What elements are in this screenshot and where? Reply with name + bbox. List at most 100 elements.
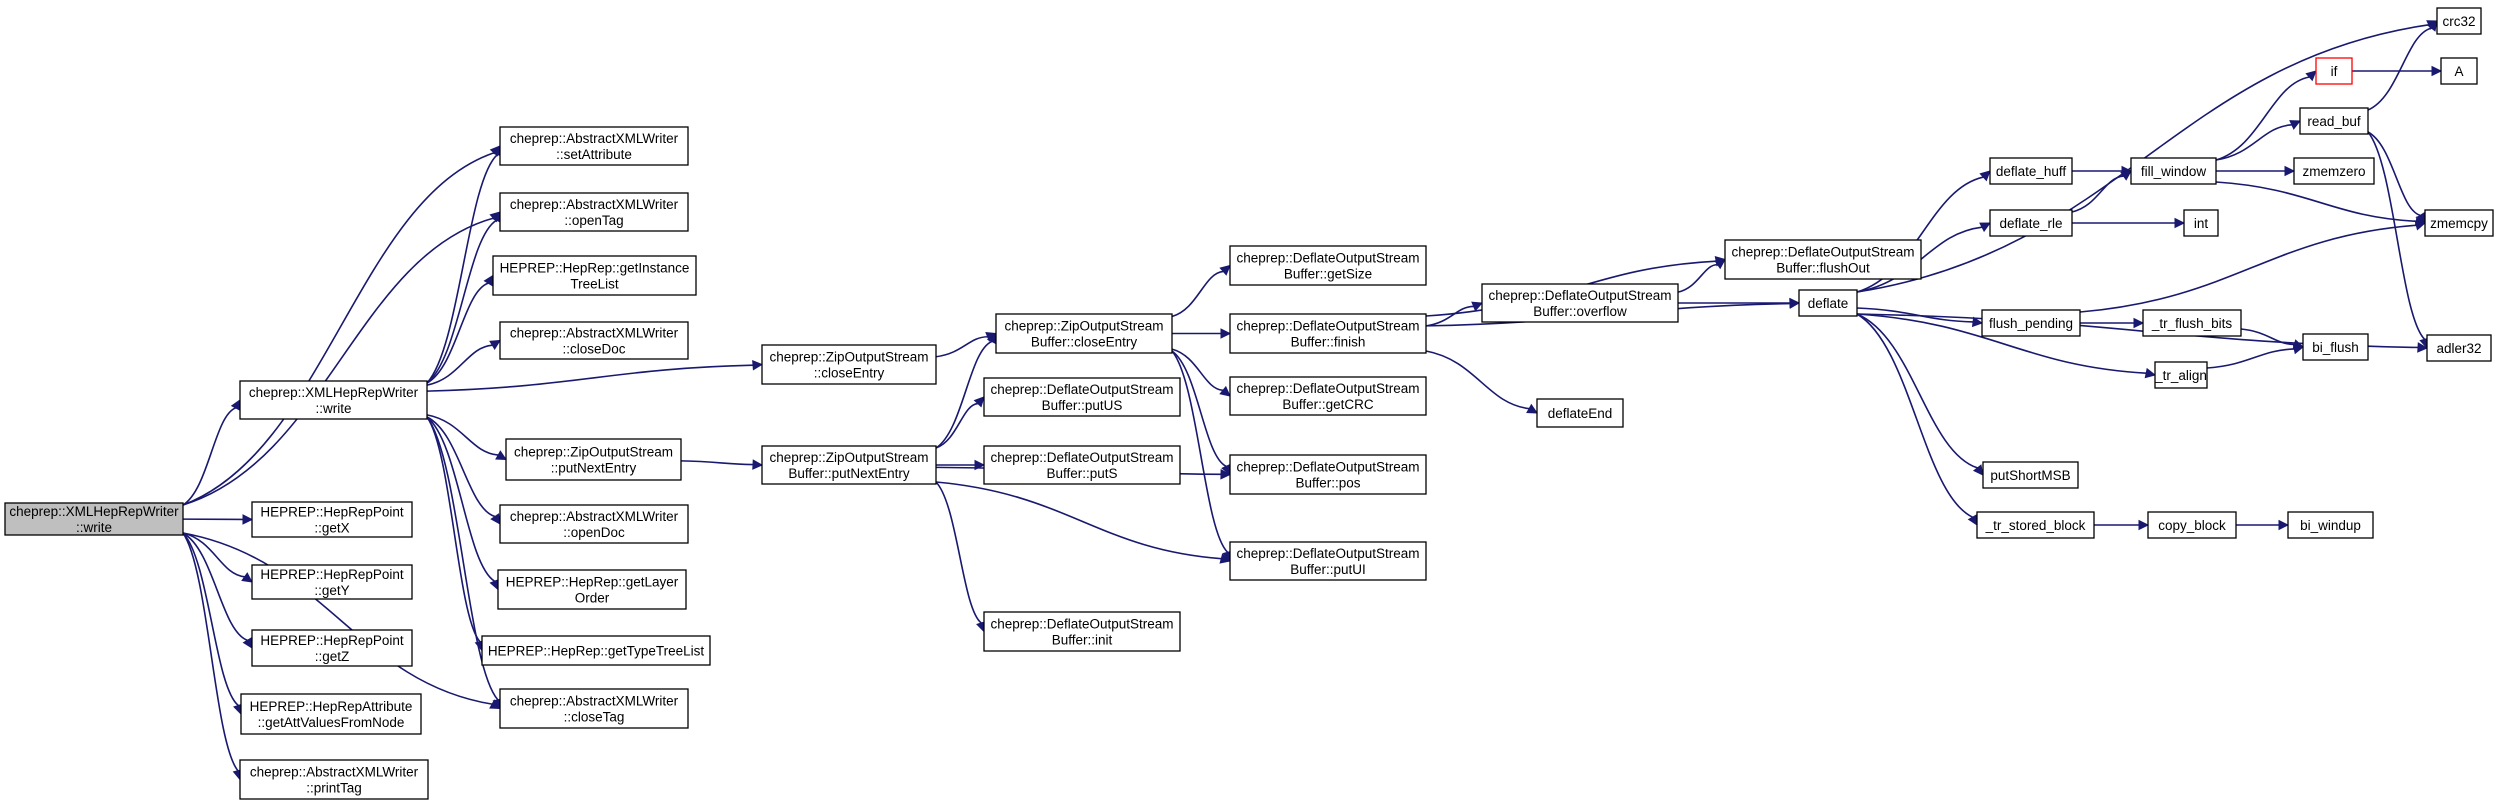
node-copyBlock[interactable]: copy_block [2147,511,2237,539]
node-getY[interactable]: HEPREP::HepRepPoint::getY [251,564,413,600]
node-readBuf[interactable]: read_buf [2299,107,2369,135]
node-dPutUS[interactable]: cheprep::DeflateOutputStreamBuffer::putU… [983,377,1181,417]
node-write2[interactable]: cheprep::XMLHepRepWriter::write [239,380,428,420]
edge-root-to-printTag [182,532,244,781]
edge-line [1171,350,1229,553]
node-fillWindow[interactable]: fill_window [2130,157,2217,185]
node-box [499,126,689,166]
node-label-line: cheprep::DeflateOutputStream [1236,546,1419,561]
node-getType[interactable]: HEPREP::HepRep::getTypeTreeList [481,635,711,666]
edge-line [182,532,248,642]
node-zosbClose[interactable]: cheprep::ZipOutputStreamBuffer::closeEnt… [995,313,1173,354]
node-box [497,569,687,610]
node-getX[interactable]: HEPREP::HepRepPoint::getX [251,501,413,538]
node-zosPut[interactable]: cheprep::ZipOutputStream::putNextEntry [505,438,682,481]
node-zosbPut[interactable]: cheprep::ZipOutputStreamBuffer::putNextE… [761,445,937,485]
node-putShortMSB[interactable]: putShortMSB [1982,461,2079,489]
node-box [240,693,422,735]
node-label-line: cheprep::DeflateOutputStream [1236,319,1419,334]
node-trStored[interactable]: _tr_stored_block [1976,511,2095,539]
node-crc32[interactable]: crc32 [2436,7,2482,35]
node-adler32[interactable]: adler32 [2426,334,2492,362]
node-label-line: HEPREP::HepRepPoint [260,505,404,520]
node-box [1981,309,2081,337]
node-dGetCRC[interactable]: cheprep::DeflateOutputStreamBuffer::getC… [1229,376,1427,416]
node-label-line: HEPREP::HepRepAttribute [250,699,413,714]
node-label-line: deflate_huff [1996,164,2067,179]
arrowhead-icon [1789,297,1801,309]
node-label-line: deflate [1808,296,1849,311]
node-closeDoc[interactable]: cheprep::AbstractXMLWriter::closeDoc [499,321,689,360]
node-label-line: cheprep::AbstractXMLWriter [510,509,679,524]
node-label-line: HEPREP::HepRepPoint [260,633,404,648]
node-box [1229,376,1427,416]
node-dGetSize[interactable]: cheprep::DeflateOutputStreamBuffer::getS… [1229,245,1427,286]
node-dOverflow[interactable]: cheprep::DeflateOutputStreamBuffer::over… [1481,283,1679,323]
node-trFlushBits[interactable]: _tr_flush_bits [2142,309,2242,337]
node-deflateHuff[interactable]: deflate_huff [1989,157,2073,185]
edge-fillWindow-to-zmemzero [2216,165,2296,177]
edge-flushPending-to-zmemcpy [2079,220,2427,313]
node-zosClose[interactable]: cheprep::ZipOutputStream::closeEntry [761,344,937,385]
node-label-line: HEPREP::HepRep::getLayer [506,575,679,590]
edge-line [426,416,496,582]
node-flushPending[interactable]: flush_pending [1981,309,2081,337]
arrowhead-icon [1972,464,1984,476]
node-dPutUI[interactable]: cheprep::DeflateOutputStreamBuffer::putU… [1229,541,1427,581]
arrowhead-icon [242,514,254,525]
arrowhead-icon [1979,170,1991,182]
node-box [499,688,689,729]
node-label-line: HEPREP::HepRep::getInstance [500,261,690,276]
node-trAlign[interactable]: _tr_align [2154,361,2208,389]
node-box [239,380,428,420]
node-label-line: cheprep::DeflateOutputStream [1488,288,1671,303]
node-closeTag[interactable]: cheprep::AbstractXMLWriter::closeTag [499,688,689,729]
edge-line [2240,328,2295,346]
node-label-line: zmemzero [2302,164,2365,179]
node-label-line: cheprep::DeflateOutputStream [1236,381,1419,396]
edge-root-to-openTag [182,211,501,506]
node-dFlushOut[interactable]: cheprep::DeflateOutputStreamBuffer::flus… [1724,239,1922,280]
node-box [1989,209,2073,237]
node-zmemzero[interactable]: zmemzero [2293,157,2375,185]
arrowhead-icon [1220,328,1232,339]
node-getZ[interactable]: HEPREP::HepRepPoint::getZ [251,629,413,667]
edge-root-to-getY [182,532,253,583]
arrowhead-icon [752,459,764,470]
node-openDoc[interactable]: cheprep::AbstractXMLWriter::openDoc [499,504,689,544]
edge-line [1677,263,1718,293]
node-dFinish[interactable]: cheprep::DeflateOutputStreamBuffer::fini… [1229,313,1427,354]
edge-line [426,282,489,384]
node-root[interactable]: cheprep::XMLHepRepWriter::write [4,502,184,536]
node-label-line: cheprep::ZipOutputStream [1004,319,1163,334]
arrowhead-icon [2426,20,2438,32]
node-int[interactable]: int [2183,209,2219,237]
node-openTag[interactable]: cheprep::AbstractXMLWriter::openTag [499,192,689,232]
node-getAtt[interactable]: HEPREP::HepRepAttribute::getAttValuesFro… [240,693,422,735]
node-deflateEnd[interactable]: deflateEnd [1536,398,1624,428]
node-box [761,445,937,485]
node-biWindup[interactable]: bi_windup [2287,511,2374,539]
edge-line [2215,76,2310,161]
node-biFlush[interactable]: bi_flush [2302,333,2369,361]
arrowhead-icon [752,359,764,371]
node-label-line: _tr_flush_bits [2151,316,2233,331]
node-box [2440,57,2478,85]
node-printTag[interactable]: cheprep::AbstractXMLWriter::printTag [239,759,429,800]
node-deflate[interactable]: deflate [1798,289,1858,317]
node-deflateRle[interactable]: deflate_rle [1989,209,2073,237]
node-box [1229,541,1427,581]
node-box [1724,239,1922,280]
node-box [1229,454,1427,495]
node-A[interactable]: A [2440,57,2478,85]
node-zmemcpy[interactable]: zmemcpy [2424,209,2494,237]
node-if[interactable]: if [2315,57,2353,85]
edge-line [426,219,497,384]
node-setAttr[interactable]: cheprep::AbstractXMLWriter::setAttribute [499,126,689,166]
